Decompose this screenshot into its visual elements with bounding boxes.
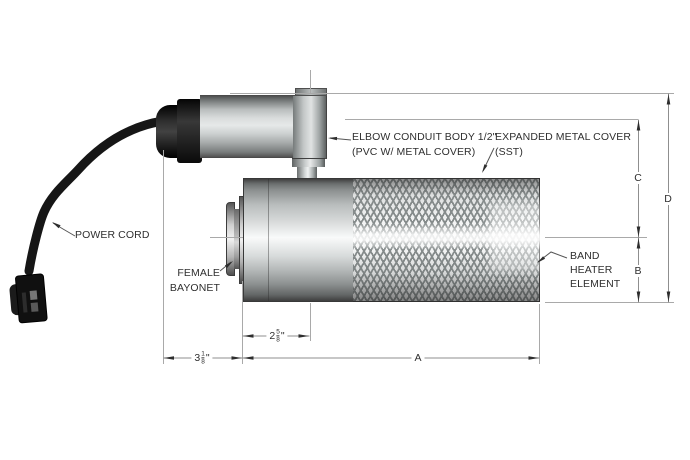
arrow-band-heater xyxy=(537,256,546,263)
arrow-power-cord xyxy=(52,222,61,229)
arrow-2-5-8-right xyxy=(298,334,309,338)
power-cord-label: POWER CORD xyxy=(75,229,150,241)
arrow-bayonet xyxy=(224,261,233,268)
leader-band-heater xyxy=(537,251,568,263)
arrow-b-bottom xyxy=(636,291,641,302)
power-plug xyxy=(9,273,48,324)
arrow-3-1-8-left xyxy=(163,356,174,360)
female-bayonet-label: FEMALE BAYONET xyxy=(169,267,220,294)
heater-endcap-seam xyxy=(268,179,269,301)
arrowheads xyxy=(52,94,671,360)
band-heater-label: BAND HEATER ELEMENT xyxy=(570,250,621,290)
conduit-neck xyxy=(297,167,317,179)
dimension-d: D xyxy=(661,193,675,205)
expanded-metal-cover-label: EXPANDED METAL COVER (SST) xyxy=(495,131,631,158)
arrow-elbow xyxy=(328,136,338,141)
elbow-conduit-label: ELBOW CONDUIT BODY 1/2" (PVC W/ METAL CO… xyxy=(352,131,497,158)
arrow-expanded xyxy=(482,164,488,173)
arrow-a-left xyxy=(243,356,254,360)
arrow-d-top xyxy=(666,94,671,105)
elbow-vertical-leg xyxy=(293,96,327,159)
power-cord xyxy=(24,116,168,276)
arrow-c-top xyxy=(636,120,641,131)
arrow-a-right xyxy=(528,356,539,360)
dimension-c: C xyxy=(631,172,645,184)
arrow-3-1-8-right xyxy=(231,356,242,360)
arrow-2-5-8-left xyxy=(243,334,254,338)
extension-lines xyxy=(163,70,674,364)
dimension-b: B xyxy=(631,265,645,277)
cord-grip-nut xyxy=(177,99,202,163)
female-bayonet-groove xyxy=(234,209,240,269)
arrow-c-bottom xyxy=(636,226,641,237)
dimension-a: A xyxy=(411,352,425,364)
conduit-neck-flange xyxy=(292,158,325,167)
heater-body xyxy=(243,178,353,302)
arrow-b-top xyxy=(636,238,641,249)
arrow-d-bottom xyxy=(666,291,671,302)
